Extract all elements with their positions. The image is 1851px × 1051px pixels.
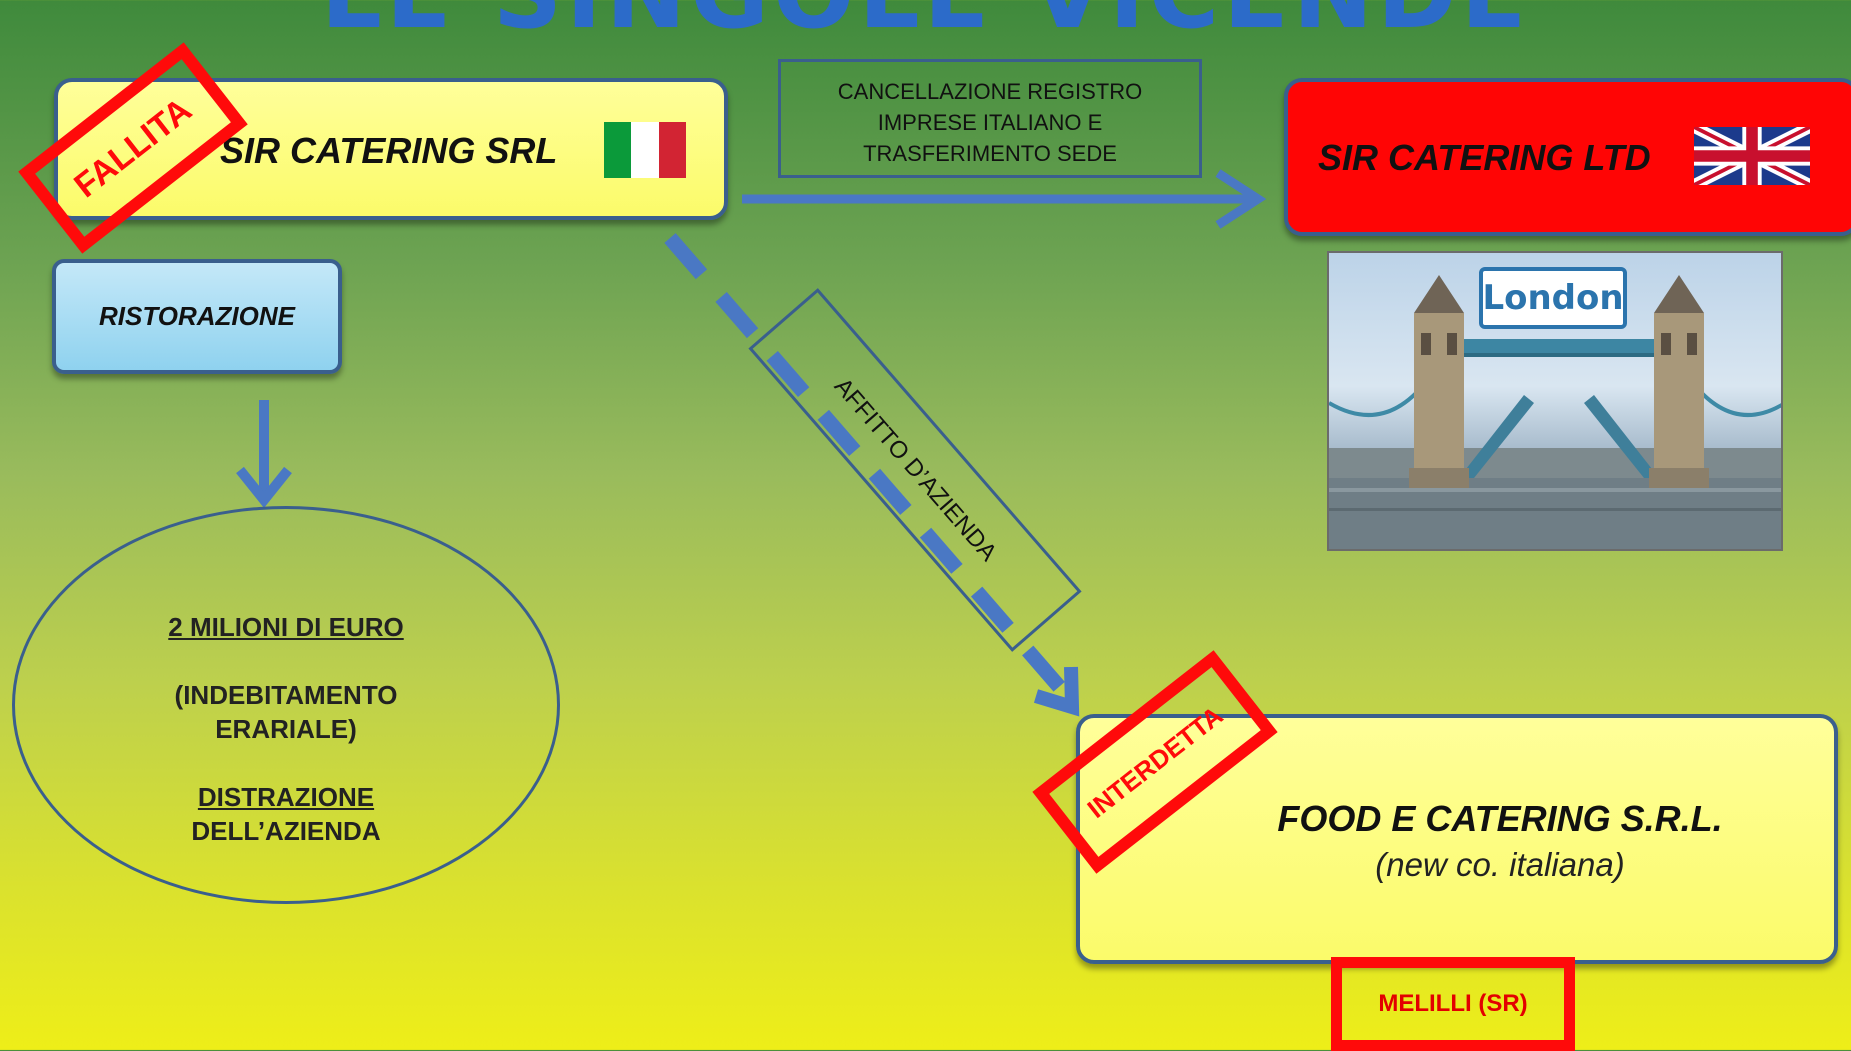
sir-srl-name: SIR CATERING SRL bbox=[220, 130, 558, 171]
food-catering-box: FOOD E CATERING S.R.L. (new co. italiana… bbox=[1076, 714, 1838, 964]
sir-ltd-name: SIR CATERING LTD bbox=[1318, 137, 1651, 178]
london-photo: London bbox=[1327, 251, 1783, 551]
ristorazione-box: RISTORAZIONE bbox=[52, 259, 342, 374]
italy-flag-icon bbox=[604, 122, 686, 178]
uk-flag-icon bbox=[1694, 127, 1810, 185]
food-catering-name: FOOD E CATERING S.R.L. bbox=[1277, 798, 1723, 839]
ellipse-line-indebitamento: (INDEBITAMENTO ERARIALE) bbox=[174, 680, 398, 744]
transfer-arrow-head bbox=[1215, 169, 1267, 229]
melilli-box: MELILLI (SR) bbox=[1331, 957, 1575, 1051]
melilli-label: MELILLI (SR) bbox=[1378, 990, 1528, 1017]
down-arrow-head bbox=[236, 466, 292, 509]
debt-ellipse bbox=[12, 506, 560, 904]
ristorazione-label: RISTORAZIONE bbox=[99, 301, 295, 331]
food-catering-text: FOOD E CATERING S.R.L. (new co. italiana… bbox=[1200, 798, 1800, 884]
sir-catering-ltd-box: SIR CATERING LTD bbox=[1284, 78, 1851, 236]
sir-catering-srl-box: SIR CATERING SRL bbox=[54, 78, 728, 220]
ellipse-text: 2 MILIONI DI EURO (INDEBITAMENTO ERARIAL… bbox=[96, 610, 476, 848]
ellipse-line-distrazione: DISTRAZIONE bbox=[197, 782, 375, 812]
tower-bridge-illustration bbox=[1329, 275, 1781, 549]
ellipse-line-amount: 2 MILIONI DI EURO bbox=[168, 612, 404, 642]
transfer-label-box: CANCELLAZIONE REGISTRO IMPRESE ITALIANO … bbox=[778, 59, 1202, 178]
ellipse-line-azienda: DELL’AZIENDA bbox=[191, 816, 381, 846]
rent-arrow-head bbox=[1033, 666, 1080, 717]
page-title: LE SINGOLE VICENDE bbox=[0, 0, 1851, 50]
rent-arrow-line bbox=[664, 233, 1068, 695]
london-sign: London bbox=[1479, 267, 1627, 329]
food-catering-sub: (new co. italiana) bbox=[1375, 846, 1625, 883]
